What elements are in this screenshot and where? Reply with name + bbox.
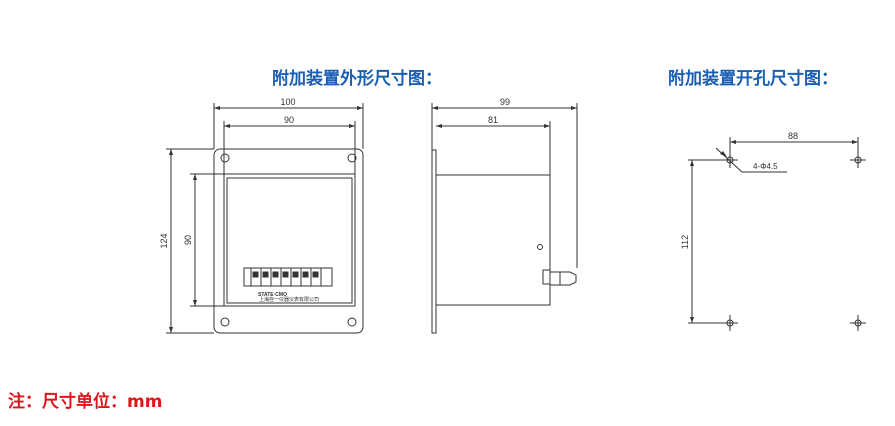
unit-note: 注：尺寸单位：mm [8, 392, 163, 412]
company-label: 上海自一仪器仪表有限公司 [259, 296, 319, 303]
cutout-holes [722, 152, 866, 331]
dim-front-height: 124 [159, 233, 169, 248]
brand-label: STATE·CMO [258, 292, 287, 298]
dim-front-width: 100 [280, 97, 295, 107]
dim-cutout-width: 88 [788, 131, 798, 141]
side-view [431, 103, 578, 334]
dimension-arrows [169, 106, 858, 333]
hole-leader [715, 147, 743, 173]
front-view-title: 附加装置外形尺寸图： [272, 69, 442, 89]
side-body [435, 174, 551, 306]
dim-side-depth: 99 [500, 97, 510, 107]
side-connector [542, 269, 577, 286]
front-mount-holes [220, 153, 357, 327]
front-panel [223, 173, 356, 307]
cutout-view [688, 137, 866, 331]
front-flange-outline [213, 148, 364, 334]
side-flange [431, 149, 437, 334]
front-view [166, 103, 364, 334]
terminal-block [243, 267, 333, 287]
dim-cutout-holes: 4-Φ4.5 [753, 162, 778, 171]
front-panel-inner [226, 177, 353, 304]
dim-cutout-height: 112 [680, 235, 690, 249]
dim-front-inner-height: 90 [183, 235, 193, 245]
cutout-view-title: 附加装置开孔尺寸图： [668, 69, 838, 89]
dim-side-inner-depth: 81 [488, 115, 498, 125]
side-screw [537, 244, 543, 250]
dim-front-inner-width: 90 [284, 115, 294, 125]
